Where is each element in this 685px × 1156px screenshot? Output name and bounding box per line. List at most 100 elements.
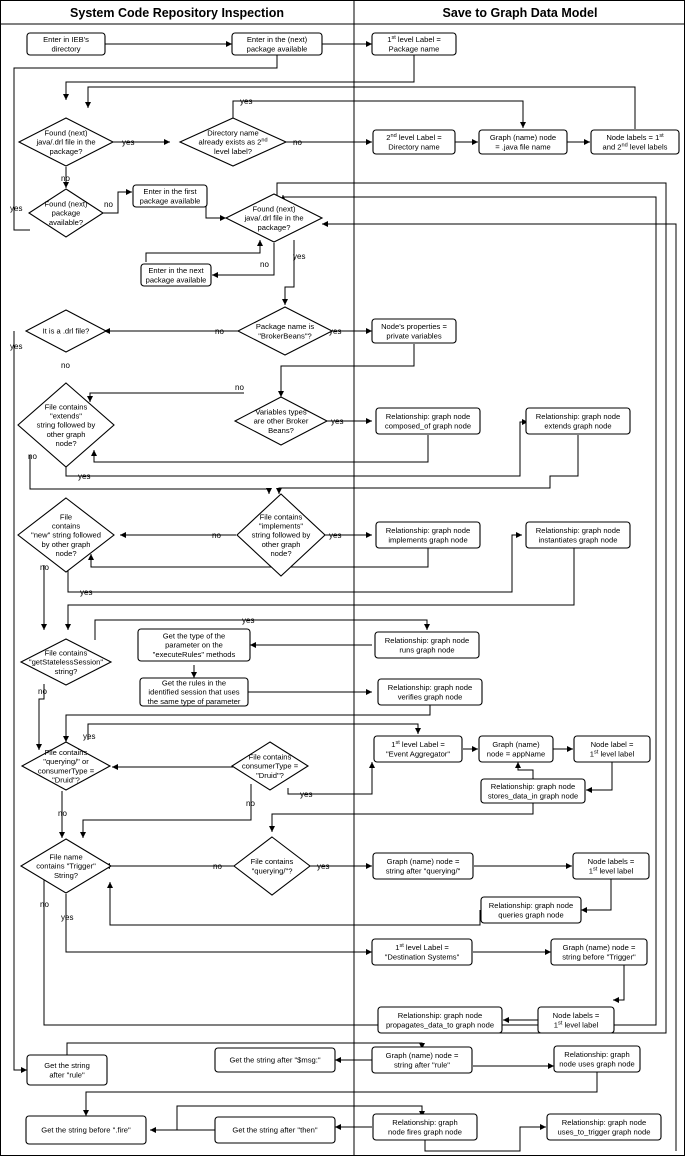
node-text-line: stores_data_in graph node	[488, 791, 578, 800]
right-lane-header: Save to Graph Data Model	[443, 6, 598, 20]
edge	[13, 55, 278, 231]
node-text-line: string after "querying/"	[386, 866, 461, 875]
edge-label-no-a: no	[293, 138, 302, 147]
process-node-n41: Graph (name) node =string before "Trigge…	[550, 938, 648, 966]
process-box	[478, 129, 568, 155]
decision-node-n4: Found (next)java/.drl file in thepackage…	[17, 117, 115, 167]
process-node-n42: Node labels =1st level label	[537, 1006, 615, 1034]
node-text-line: package?	[50, 147, 83, 156]
node-text-line: identified session that uses	[148, 688, 239, 697]
node-text-line: "new" string followed	[31, 531, 101, 540]
node-text-line: verifies graph node	[398, 692, 463, 701]
process-box	[375, 407, 481, 435]
process-box	[377, 1006, 503, 1034]
node-text-line: parameter on the	[165, 641, 223, 650]
edge-label-no-l: no	[246, 799, 255, 808]
process-box	[371, 938, 473, 966]
node-text-line: propagates_data_to graph node	[386, 1020, 494, 1029]
node-text-line: Get the rules in the	[162, 678, 226, 687]
node-text-line: Directory name	[388, 142, 439, 151]
edge	[232, 100, 526, 128]
node-text-line: Get the string before ".fire"	[41, 1126, 131, 1135]
process-box	[375, 521, 481, 549]
node-text-line: string followed by	[252, 531, 311, 540]
node-text-line: Graph (name) node	[490, 133, 556, 142]
edge-label-no-j: no	[40, 563, 49, 572]
process-box	[550, 938, 648, 966]
node-text-line: Enter in the next	[148, 266, 204, 275]
edge-label-yes-m: yes	[300, 790, 312, 799]
node-text-line: "extends"	[50, 411, 82, 420]
node-text-line: other graph	[262, 540, 301, 549]
process-box	[25, 1115, 147, 1145]
decision-diamond	[233, 396, 329, 446]
decision-diamond	[17, 117, 115, 167]
node-text-line: "Druid"?	[52, 775, 80, 784]
edge-label-no-g: no	[235, 383, 244, 392]
process-box	[26, 1054, 108, 1086]
process-node-n45: Get the string after "$msg:"	[214, 1047, 336, 1073]
node-text-line: consumerType =	[38, 766, 95, 775]
node-text-line: "BrokerBeans"?	[258, 331, 312, 340]
node-text-line: Package name	[389, 44, 440, 53]
edge	[65, 548, 575, 630]
decision-diamond	[17, 497, 115, 573]
node-text-line: String?	[54, 871, 78, 880]
process-node-n31: 1st level Label ="Event Aggregator"	[373, 735, 463, 763]
node-text-line: File name	[49, 852, 82, 861]
process-box	[372, 129, 456, 155]
node-text-line: Graph (name) node =	[563, 943, 636, 952]
process-box	[371, 32, 457, 56]
edge-label-no-c: no	[104, 200, 113, 209]
edge-label-yes-k: yes	[242, 616, 254, 625]
node-text-line: Relationship: graph	[564, 1050, 629, 1059]
edge-label-no-h: no	[28, 452, 37, 461]
node-text-line: Node's properties =	[381, 322, 447, 331]
decision-diamond	[224, 193, 324, 243]
edge	[91, 435, 429, 463]
node-text-line: composed_of graph node	[385, 421, 471, 430]
edge	[278, 344, 415, 397]
process-box	[553, 1045, 641, 1073]
node-text-line: Node labels =	[588, 857, 635, 866]
node-text-line: Get the type of the	[163, 631, 225, 640]
node-text-line: Found (next)	[44, 199, 88, 208]
edge-label-no-m: no	[58, 809, 67, 818]
node-text-line: Node labels = 1st	[606, 133, 664, 142]
node-text-line: package	[52, 209, 81, 218]
process-node-n37: Graph (name) node =string after "queryin…	[372, 852, 474, 880]
edge	[13, 331, 27, 1073]
process-node-n51: Relationship: graph nodeuses_to_trigger …	[546, 1113, 662, 1141]
edge	[103, 189, 132, 214]
process-box	[377, 678, 483, 706]
edge	[107, 882, 481, 926]
node-text-line: Relationship: graph node	[536, 526, 620, 535]
node-text-line: Graph (name) node =	[386, 1051, 459, 1060]
edge-label-yes-l: yes	[83, 732, 95, 741]
process-node-n33: Node label =1st level label	[573, 735, 651, 763]
node-text-line: Relationship: graph node	[385, 636, 469, 645]
process-box	[572, 852, 650, 880]
edge	[66, 1042, 425, 1055]
node-text-line: java/.drl file in the	[35, 138, 95, 147]
edge-labels: yes yes no no yes no yes no no yes yes n…	[10, 97, 343, 922]
node-text-line: "Event Aggregator"	[386, 749, 450, 758]
node-text-line: 1st level Label =	[395, 943, 449, 952]
edge-label-no-b: no	[61, 174, 70, 183]
decision-node-n24: File contains"getStatelessSession"string…	[19, 638, 113, 686]
edge-label-no-d: no	[260, 260, 269, 269]
node-text-line: Get the string after "$msg:"	[229, 1056, 320, 1065]
edge-label-no-f: no	[61, 361, 70, 370]
edge-label-yes-c: yes	[240, 97, 252, 106]
edge	[276, 182, 667, 1034]
decision-diamond	[236, 493, 326, 577]
